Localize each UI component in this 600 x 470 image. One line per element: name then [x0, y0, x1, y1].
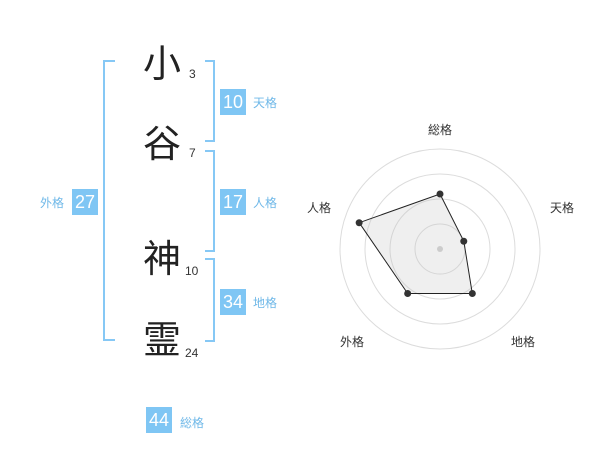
stroke-count-2: 7: [189, 146, 196, 160]
radar-point-3: [468, 289, 476, 297]
jinkaku-bracket: [205, 150, 215, 252]
radar-label-gaikaku: 外格: [340, 334, 364, 349]
radar-point-1: [436, 190, 444, 198]
gaikaku-label: 外格: [40, 196, 65, 210]
stroke-count-3: 10: [185, 264, 199, 278]
radar-ring-2: [389, 198, 491, 300]
soukaku-value-badge: 44: [146, 407, 172, 433]
chikaku-label: 地格: [253, 296, 278, 310]
radar-ring-4: [339, 148, 541, 350]
radar-ring-3: [364, 173, 516, 325]
tenkaku-label: 天格: [253, 96, 278, 110]
tenkaku-bracket: [205, 60, 215, 142]
radar-polygon: [358, 193, 473, 294]
radar-label-tenkaku: 天格: [550, 200, 574, 215]
gaikaku-bracket: [103, 60, 115, 341]
gaikaku-value-badge: 27: [72, 189, 98, 215]
chikaku-value-badge: 34: [220, 289, 246, 315]
radar-point-4: [404, 289, 412, 297]
radar-label-jinkaku: 人格: [307, 200, 331, 215]
radar-point-5: [355, 219, 363, 227]
radar-point-2: [460, 237, 468, 245]
name-char-4: 霊: [142, 318, 181, 362]
name-char-2: 谷: [142, 122, 181, 166]
stroke-count-4: 24: [185, 346, 199, 360]
jinkaku-value-badge: 17: [220, 189, 246, 215]
tenkaku-value-badge: 10: [220, 89, 246, 115]
radar-center-dot: [437, 246, 443, 252]
radar-points: [355, 190, 476, 297]
radar-label-chikaku: 地格: [511, 334, 535, 349]
stroke-count-1: 3: [189, 67, 196, 81]
chikaku-bracket: [205, 258, 215, 342]
name-char-1: 小: [142, 42, 181, 86]
soukaku-label: 総格: [180, 416, 205, 430]
name-char-3: 神: [142, 237, 181, 281]
jinkaku-label: 人格: [253, 196, 278, 210]
radar-label-soukaku: 総格: [428, 122, 452, 137]
